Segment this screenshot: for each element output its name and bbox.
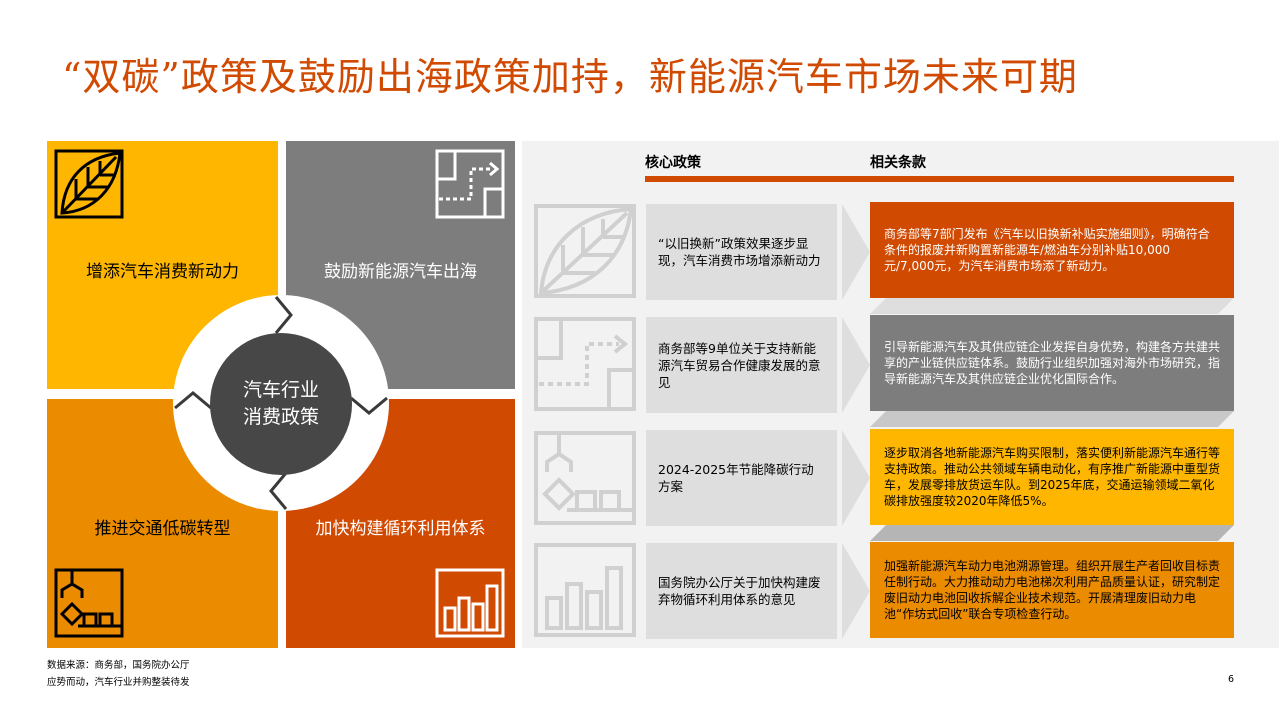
footer-subtitle: 应势而动，汽车行业并购整装待发: [47, 677, 190, 688]
policy-cell: 商务部等9单位关于支持新能源汽车贸易合作健康发展的意见: [646, 317, 837, 413]
policy-cell: “以旧换新”政策效果逐步显现，汽车消费市场增添新动力: [646, 204, 837, 300]
cycle-arrows-icon: [174, 296, 388, 510]
quadrant-label: 鼓励新能源汽车出海: [324, 262, 477, 282]
hub-line2: 消费政策: [242, 406, 319, 428]
quadrant-label: 增添汽车消费新动力: [86, 262, 239, 282]
page-number: 6: [1228, 674, 1235, 685]
chevron-right-icon: [842, 204, 870, 300]
quadrant-label: 加快构建循环利用体系: [315, 519, 486, 539]
policy-cell: 2024-2025年节能降碳行动方案: [646, 430, 837, 526]
bar-chart-icon: [435, 568, 505, 638]
clause-cell: 加强新能源汽车动力电池溯源管理。组织开展生产者回收目标责任制行动。大力推动动力电…: [870, 542, 1234, 638]
data-source: 数据来源：商务部，国务院办公厅: [47, 660, 190, 671]
policy-cell: 国务院办公厅关于加快构建废弃物循环利用体系的意见: [646, 543, 837, 639]
header-core-policy: 核心政策: [645, 155, 701, 171]
leaf-icon: [54, 149, 124, 219]
row-shadow: [870, 525, 1234, 541]
route-map-icon: [435, 149, 505, 219]
header-divider: [645, 176, 1234, 182]
route-map-icon: [534, 317, 636, 411]
robot-arm-icon: [534, 431, 636, 525]
chevron-right-icon: [842, 543, 870, 639]
page-title: “双碳”政策及鼓励出海政策加持，新能源汽车市场未来可期: [62, 55, 1078, 99]
robot-arm-icon: [54, 568, 124, 638]
bar-chart-icon: [534, 543, 636, 637]
chevron-right-icon: [842, 317, 870, 413]
clause-cell: 引导新能源汽车及其供应链企业发挥自身优势，构建各方共建共享的产业链供应链体系。鼓…: [870, 315, 1234, 411]
center-hub: 汽车行业 消费政策: [210, 333, 352, 475]
clause-cell: 商务部等7部门发布《汽车以旧换新补贴实施细则》，明确符合条件的报废并新购置新能源…: [870, 202, 1234, 298]
clause-cell: 逐步取消各地新能源汽车购买限制，落实便利新能源汽车通行等支持政策。推动公共领域车…: [870, 429, 1234, 525]
hub-line1: 汽车行业: [242, 379, 319, 401]
quadrant-consumption: 增添汽车消费新动力: [47, 141, 278, 389]
leaf-icon: [534, 204, 636, 298]
header-related-clauses: 相关条款: [870, 155, 926, 171]
row-shadow: [870, 411, 1234, 427]
row-shadow: [870, 298, 1234, 314]
chevron-right-icon: [842, 430, 870, 526]
quadrant-label: 推进交通低碳转型: [94, 519, 231, 539]
